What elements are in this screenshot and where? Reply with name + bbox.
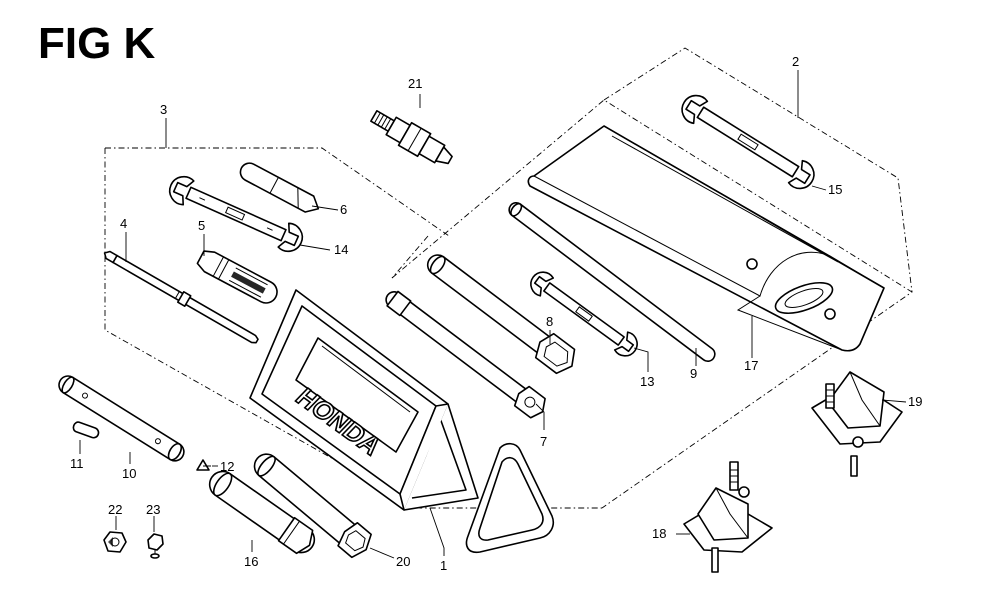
- tool-case-lid: [465, 442, 555, 554]
- open-end-wrench-15: [681, 94, 815, 190]
- callout-8: 8: [546, 314, 553, 329]
- callout-7: 7: [540, 434, 547, 449]
- tool-bag: [527, 125, 885, 352]
- tool-bag-group-bracket: [391, 47, 913, 509]
- rubber-mount-lower: [683, 461, 773, 573]
- tool-case: HONDA: [249, 289, 479, 511]
- rubber-mount-upper: [811, 371, 903, 477]
- callout-1: 1: [440, 558, 447, 573]
- extension-rod: [508, 201, 716, 363]
- spark-plug: [370, 110, 453, 165]
- tommy-pin: [72, 421, 100, 439]
- callout-20: 20: [396, 554, 410, 569]
- callout-15: 15: [828, 182, 842, 197]
- pin-spanner-bar: [103, 250, 259, 344]
- callout-3: 3: [160, 102, 167, 117]
- callout-19: 19: [908, 394, 922, 409]
- socket-tube: [426, 254, 576, 375]
- figure-title: FIG K: [38, 19, 156, 68]
- hex-nut: [103, 531, 127, 553]
- callout-14: 14: [334, 242, 348, 257]
- screwdriver-handle: [196, 250, 278, 304]
- box-wrench: [385, 290, 546, 419]
- callout-16: 16: [244, 554, 258, 569]
- callout-18: 18: [652, 526, 666, 541]
- callout-13: 13: [640, 374, 654, 389]
- plug-socket-wrench: [253, 453, 372, 559]
- callout-12: 12: [220, 459, 234, 474]
- callout-22: 22: [108, 502, 122, 517]
- callout-numbers: 21 2 3 4 5 6 14 15 8 13 9 17 7 19 18 10 …: [70, 54, 922, 573]
- callout-6: 6: [340, 202, 347, 217]
- spark-plug-wrench: [208, 470, 316, 555]
- leader-lines: [79, 70, 907, 559]
- screwdriver-bit: [239, 162, 320, 213]
- callout-2: 2: [792, 54, 799, 69]
- box-spanner: [58, 375, 185, 462]
- bolt-washer: [147, 533, 164, 559]
- callout-17: 17: [744, 358, 758, 373]
- callout-11: 11: [70, 456, 84, 471]
- callout-4: 4: [120, 216, 127, 231]
- callout-10: 10: [122, 466, 136, 481]
- open-end-wrench-13: [530, 271, 638, 357]
- callout-9: 9: [690, 366, 697, 381]
- callout-21: 21: [408, 76, 422, 91]
- callout-5: 5: [198, 218, 205, 233]
- open-end-wrench-14: [168, 175, 304, 253]
- callout-23: 23: [146, 502, 160, 517]
- retaining-pin: [196, 459, 211, 471]
